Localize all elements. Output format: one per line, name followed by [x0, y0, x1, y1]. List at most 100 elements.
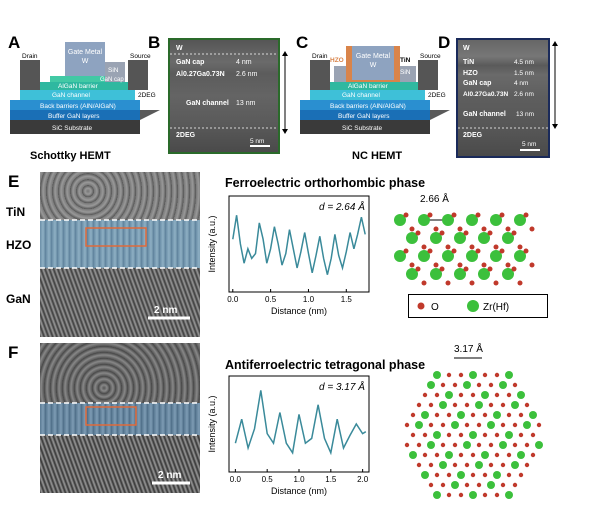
f-o-atom-27: [452, 402, 458, 408]
f-zr-atom-80: [409, 451, 417, 459]
e-scale-label: 2 nm: [154, 305, 177, 316]
d-w-label: W: [463, 45, 470, 52]
e-d-label: d = 2.64 Å: [319, 200, 365, 213]
f-zr-atom-115: [487, 481, 495, 489]
f-o-atom-50: [464, 422, 470, 428]
f-o-atom-28: [464, 402, 470, 408]
f-scale-label: 2 nm: [158, 470, 181, 481]
zr-atom-39: [442, 250, 454, 262]
e-xtick-label-0: 0.0: [227, 295, 239, 304]
f-zr-atom-20: [481, 391, 489, 399]
f-ylabel: Intensity (a.u.): [207, 395, 217, 452]
f-o-atom-71: [440, 442, 446, 448]
b-channel-thickness: 13 nm: [236, 100, 256, 107]
f-o-atom-47: [428, 422, 434, 428]
f-o-atom-4: [482, 372, 488, 378]
sub-label-c: SiC Substrate: [342, 125, 382, 132]
tem-image-b: W GaN cap 4 nm Al0.27Ga0.73N 2.6 nm GaN …: [168, 38, 280, 154]
f-o-atom-77: [512, 442, 518, 448]
zr-atom-48: [514, 250, 526, 262]
b-cap-thickness: 4 nm: [236, 59, 252, 66]
f-o-atom-53: [500, 422, 506, 428]
f-o-atom-91: [416, 462, 422, 468]
algan-label-c: AlGaN barrier: [348, 83, 389, 90]
b-channel-label: GaN channel: [186, 100, 229, 107]
zr-atom-6: [442, 214, 454, 226]
o-atom-52: [421, 280, 427, 286]
b-thickness-arrows: [282, 51, 288, 134]
f-o-atom-123: [494, 492, 500, 498]
algan-label: AlGaN barrier: [58, 83, 99, 90]
f-o-atom-100: [524, 462, 530, 468]
f-o-atom-5: [494, 372, 500, 378]
f-zr-atom-101: [421, 471, 429, 479]
f-o-atom-122: [482, 492, 488, 498]
o-atom-14: [499, 212, 505, 218]
f-zr-atom-96: [475, 461, 483, 469]
f-zr-atom-52: [487, 421, 495, 429]
source-contact: [128, 60, 148, 90]
drain-contact: [20, 60, 40, 90]
b-cap-label: GaN cap: [176, 59, 204, 66]
f-xtick-label-2: 1.0: [293, 475, 305, 484]
f-o-atom-67: [530, 432, 536, 438]
f-zr-atom-7: [427, 381, 435, 389]
o-atom-65: [511, 266, 517, 272]
buffer-label-c: Buffer GaN layers: [338, 113, 390, 120]
f-o-atom-2: [458, 372, 464, 378]
f-intensity-line: [234, 390, 367, 456]
d-algan-thickness: 2.6 nm: [514, 91, 534, 98]
f-o-atom-15: [422, 392, 428, 398]
o-atom-2: [403, 212, 409, 218]
f-zr-atom-6: [505, 371, 513, 379]
f-o-atom-33: [524, 402, 530, 408]
atom-legend: O Zr(Hf): [408, 294, 548, 318]
drain-label-c: Drain: [312, 53, 328, 60]
substrate-layer: [10, 120, 140, 134]
f-zr-atom-0: [433, 371, 441, 379]
f-o-atom-102: [434, 472, 440, 478]
f-o-atom-60: [446, 432, 452, 438]
cap-layer: [50, 76, 120, 82]
gate-metal: [65, 42, 105, 76]
f-zr-atom-93: [439, 461, 447, 469]
o-atom-29: [487, 230, 493, 236]
f-o-atom-95: [464, 462, 470, 468]
e-spacing-label: 2.66 Å: [420, 192, 449, 205]
f-o-atom-114: [476, 482, 482, 488]
o-atom-25: [469, 244, 475, 250]
o-atom-49: [529, 262, 535, 268]
o-atom-62: [487, 266, 493, 272]
f-o-atom-72: [452, 442, 458, 448]
f-zr-atom-112: [451, 481, 459, 489]
o-atom-20: [415, 230, 421, 236]
f-o-atom-119: [446, 492, 452, 498]
d-deg-label: 2DEG: [463, 132, 483, 139]
e-gan-region: [40, 268, 200, 337]
e-xtick-label-1: 0.5: [265, 295, 277, 304]
caption-a: Schottky HEMT: [30, 150, 111, 162]
f-o-atom-34: [410, 412, 416, 418]
hrtem-image-f: 2 nm: [40, 343, 200, 493]
d-cap-label: GaN cap: [463, 80, 491, 87]
lattice-e: 2.66 Å: [394, 192, 535, 286]
f-zr-atom-86: [481, 451, 489, 459]
e-ylabel: Intensity (a.u.): [207, 215, 217, 272]
o-atom-50: [523, 248, 529, 254]
tin-label-c: TiN: [400, 57, 411, 64]
f-xtick-label-0: 0.0: [230, 475, 242, 484]
f-zr-atom-107: [493, 471, 501, 479]
f-o-atom-81: [422, 452, 428, 458]
f-zr-atom-41: [493, 411, 501, 419]
f-o-atom-105: [470, 472, 476, 478]
o-atom-11: [475, 212, 481, 218]
deg-label: 2DEG: [138, 92, 156, 99]
zr-atom-57: [454, 268, 466, 280]
zr-atom-51: [406, 268, 418, 280]
f-zr-atom-38: [457, 411, 465, 419]
f-o-atom-74: [476, 442, 482, 448]
f-zr-atom-35: [421, 411, 429, 419]
deg-label-c: 2DEG: [428, 92, 446, 99]
sub-label: SiC Substrate: [52, 125, 92, 132]
